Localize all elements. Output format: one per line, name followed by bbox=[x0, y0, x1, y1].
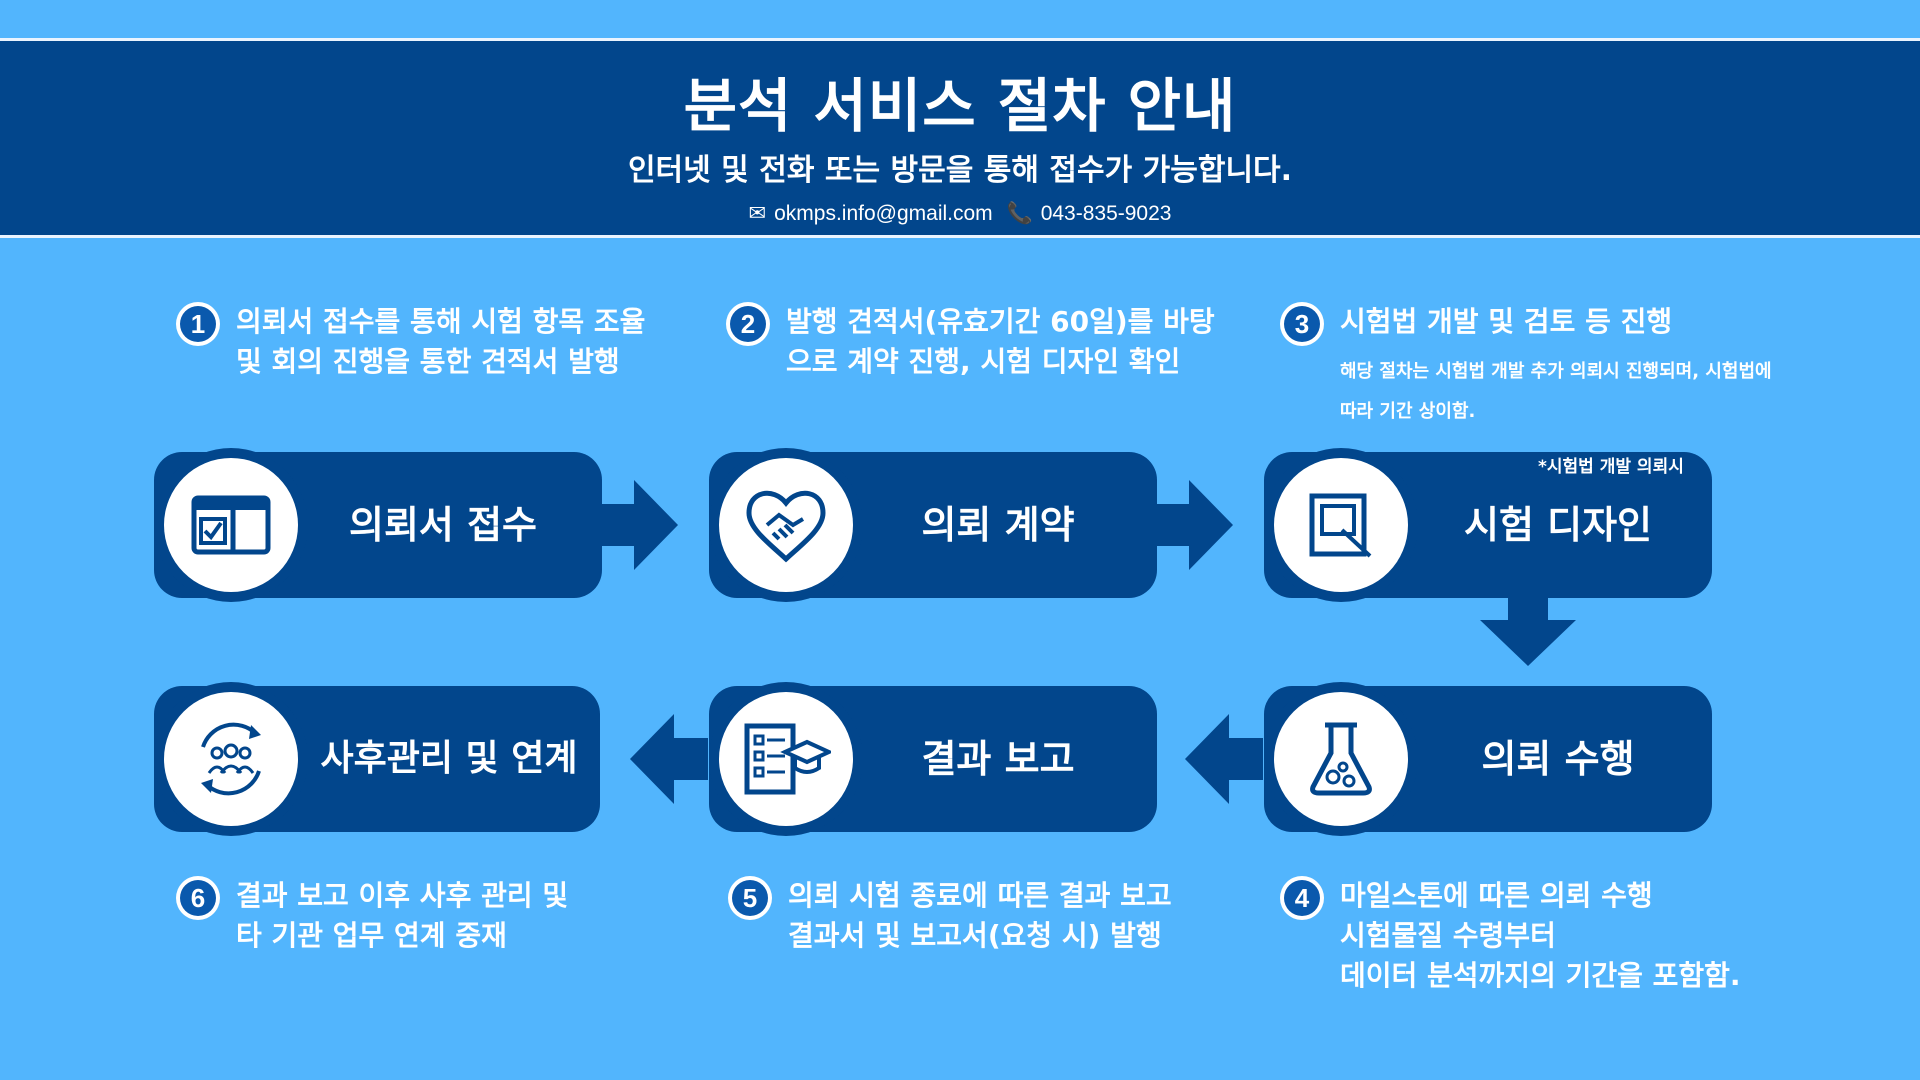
step-5-line1: 의뢰 시험 종료에 따른 결과 보고 bbox=[788, 879, 1172, 912]
step-4-line3: 데이터 분석까지의 기간을 포함함. bbox=[1340, 959, 1741, 992]
header-banner: 분석 서비스 절차 안내 인터넷 및 전화 또는 방문을 통해 접수가 가능합니… bbox=[0, 38, 1920, 238]
document-design-icon bbox=[1309, 493, 1372, 558]
arrow-down-1 bbox=[1480, 598, 1576, 666]
card-2-label: 의뢰 계약 bbox=[921, 503, 1075, 547]
arrow-right-2 bbox=[1155, 480, 1233, 570]
phone-icon: 📞 bbox=[1006, 202, 1033, 225]
people-cycle-icon bbox=[201, 722, 261, 796]
card-3-label: 시험 디자인 bbox=[1463, 503, 1653, 547]
page-subtitle: 인터넷 및 전화 또는 방문을 통해 접수가 가능합니다. bbox=[627, 153, 1293, 188]
step-2-number: 2 bbox=[726, 302, 770, 346]
step-3-sub: 해당 절차는 시험법 개발 추가 의뢰시 진행되며, 시험법에 따라 기간 상이… bbox=[1340, 361, 1772, 422]
step-3-number: 3 bbox=[1280, 302, 1324, 346]
step-1-number: 1 bbox=[176, 302, 220, 346]
step-3-line1: 시험법 개발 및 검토 등 진행 bbox=[1340, 305, 1673, 338]
step-6-line2: 타 기관 업무 연계 중재 bbox=[236, 919, 507, 952]
lab-flask-icon bbox=[1310, 722, 1372, 796]
step-4-line2: 시험물질 수령부터 bbox=[1340, 919, 1556, 952]
contact-info: ✉ okmps.info@gmail.com 📞 043-835-9023 bbox=[0, 201, 1920, 226]
card-step-1[interactable]: 의뢰서 접수 bbox=[154, 448, 602, 602]
step-4-number: 4 bbox=[1280, 876, 1324, 920]
step-2-line1: 발행 견적서(유효기간 60일)를 바탕 bbox=[786, 305, 1215, 338]
report-graduation-icon bbox=[744, 723, 831, 795]
card-6-label: 사후관리 및 연계 bbox=[320, 738, 578, 779]
step-6-line1: 결과 보고 이후 사후 관리 및 bbox=[236, 879, 569, 912]
card-4-label: 의뢰 수행 bbox=[1481, 737, 1635, 781]
form-checkbox-icon bbox=[191, 495, 271, 555]
card-5-label: 결과 보고 bbox=[921, 737, 1075, 781]
handshake-icon bbox=[746, 490, 826, 563]
step-4-line1: 마일스톤에 따른 의뢰 수행 bbox=[1340, 879, 1653, 912]
card-step-3[interactable]: 시험 디자인 *시험법 개발 의뢰시 bbox=[1264, 448, 1712, 602]
arrow-left-1 bbox=[1185, 714, 1263, 804]
step-6-number: 6 bbox=[176, 876, 220, 920]
step-5-line2: 결과서 및 보고서(요청 시) 발행 bbox=[788, 919, 1162, 952]
card-step-4[interactable]: 의뢰 수행 bbox=[1264, 682, 1712, 836]
card-1-label: 의뢰서 접수 bbox=[348, 503, 538, 547]
phone-number[interactable]: 043-835-9023 bbox=[1040, 202, 1172, 225]
step-1-line1: 의뢰서 접수를 통해 시험 항목 조율 bbox=[236, 305, 646, 338]
card-step-5[interactable]: 결과 보고 bbox=[709, 682, 1157, 836]
step-2-line2: 으로 계약 진행, 시험 디자인 확인 bbox=[786, 345, 1181, 378]
arrow-right-1 bbox=[600, 480, 678, 570]
card-step-2[interactable]: 의뢰 계약 bbox=[709, 448, 1157, 602]
mail-icon: ✉ bbox=[748, 202, 767, 225]
card-step-6[interactable]: 사후관리 및 연계 bbox=[154, 682, 600, 836]
arrow-left-2 bbox=[630, 714, 708, 804]
page-title: 분석 서비스 절차 안내 bbox=[683, 72, 1237, 140]
card-3-note: *시험법 개발 의뢰시 bbox=[1538, 457, 1684, 477]
step-5-number: 5 bbox=[728, 876, 772, 920]
email-link[interactable]: okmps.info@gmail.com bbox=[774, 202, 993, 225]
step-1-line2: 및 회의 진행을 통한 견적서 발행 bbox=[236, 345, 620, 378]
